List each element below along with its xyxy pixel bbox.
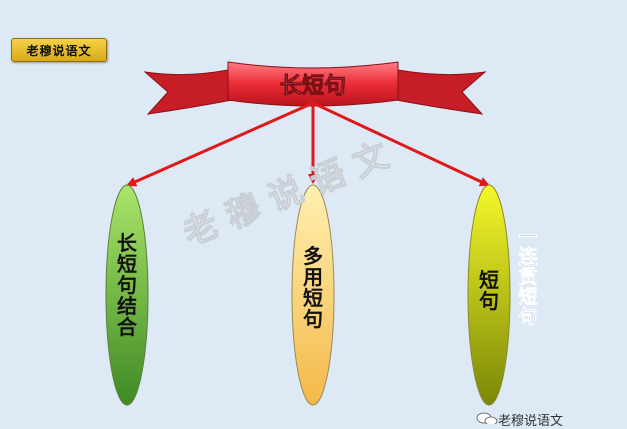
- branch-label-1: 长短句结合: [112, 233, 142, 338]
- branch-char: 用: [303, 265, 323, 289]
- watermark-text: 老 穆 说 语 文: [178, 136, 395, 255]
- source-badge: 老穆说语文: [11, 38, 107, 62]
- title-text: 长短句: [280, 73, 346, 99]
- arrow-left: [126, 101, 314, 187]
- branch-char: 多: [303, 244, 323, 268]
- branch-char: 句: [303, 307, 323, 331]
- branch-ellipse-3: [467, 184, 511, 406]
- branch-label-3: 短句: [474, 270, 504, 312]
- branch-char: 句: [117, 273, 137, 297]
- branch-label-2: 多用短句: [298, 246, 328, 330]
- branch-char: 长: [117, 231, 137, 255]
- wechat-icon: [476, 412, 498, 424]
- footer-watermark: 老穆说语文: [498, 414, 564, 429]
- branch-char: 短: [479, 268, 499, 292]
- side-note-char: 连: [518, 245, 538, 268]
- side-note-char: 句: [518, 305, 538, 328]
- side-note: 一连贯短句: [514, 226, 542, 328]
- title-ribbon: [143, 61, 487, 115]
- side-note-char: 一: [518, 226, 538, 248]
- side-note-char: 贯: [518, 265, 538, 288]
- arrow-right: [312, 101, 490, 187]
- branch-char: 结: [117, 294, 137, 318]
- branch-char: 短: [303, 286, 323, 310]
- branch-char: 句: [479, 289, 499, 313]
- branch-char: 短: [117, 252, 137, 276]
- side-note-char: 短: [518, 285, 538, 308]
- branch-char: 合: [117, 315, 137, 339]
- branch-ellipse-1: [105, 184, 149, 406]
- branch-ellipse-2: [291, 184, 335, 406]
